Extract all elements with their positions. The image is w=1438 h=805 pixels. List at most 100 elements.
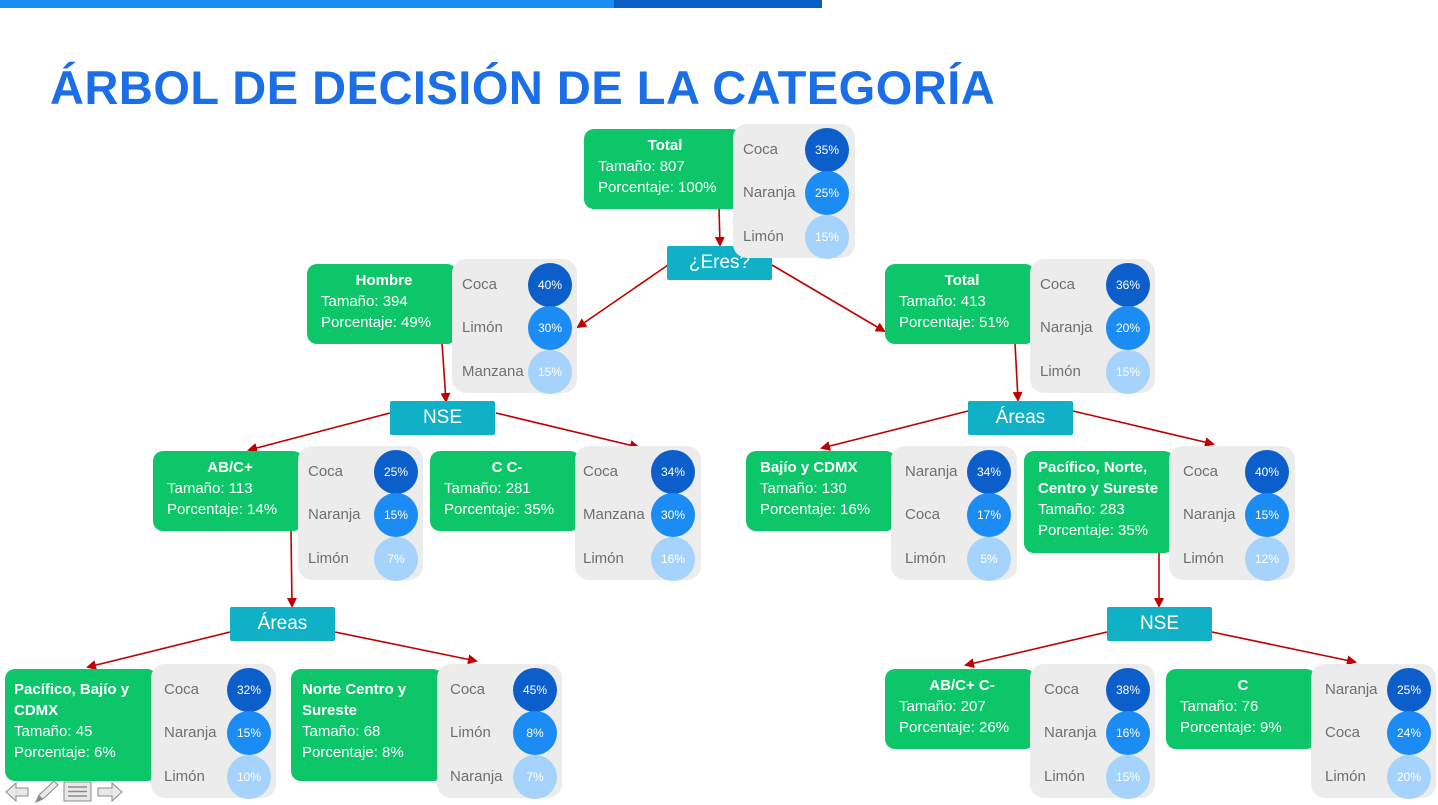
split-areas-right: Áreas (968, 401, 1073, 435)
share-label: Manzana (462, 363, 524, 380)
share-value: 15% (1106, 350, 1150, 394)
share-label: Naranja (308, 506, 361, 523)
share-label: Naranja (1040, 319, 1093, 336)
share-value: 25% (1387, 668, 1431, 712)
node-name: Total (647, 137, 683, 154)
node-pacifico-bajio-cdmx: Pacífico, Bajío y CDMX Tamaño: 45 Porcen… (5, 669, 157, 781)
share-label: Limón (308, 550, 349, 567)
share-label: Coca (583, 463, 619, 480)
arrow-areas-pacifico (1072, 410, 1215, 448)
node-percent: Porcentaje: 35% (444, 501, 555, 518)
share-label: Naranja (164, 724, 217, 741)
arrow-nse-abc (247, 412, 391, 453)
pen-icon[interactable] (35, 780, 59, 803)
arrow-root-split (714, 207, 725, 247)
share-label: Coca (308, 463, 344, 480)
node-name-line2: CDMX (14, 702, 59, 719)
node-pacifico-norte: Pacífico, Norte, Centro y Sureste Tamaño… (1024, 451, 1174, 553)
share-label: Coca (905, 506, 941, 523)
share-value: 15% (1106, 755, 1150, 799)
share-label: Naranja (743, 184, 796, 201)
split-areas-left: Áreas (230, 607, 335, 641)
node-percent: Porcentaje: 8% (302, 744, 404, 761)
arrow-split-total2 (771, 264, 886, 333)
share-value: 8% (513, 711, 557, 755)
node-root: Total Tamaño: 807 Porcentaje: 100% (584, 129, 742, 209)
top-accent-bar-dark (614, 0, 822, 8)
share-label: Manzana (583, 506, 645, 523)
menu-icon[interactable] (63, 781, 92, 802)
next-slide-icon[interactable] (97, 781, 123, 803)
node-total-right: Total Tamaño: 413 Porcentaje: 51% (885, 264, 1035, 344)
split-nse-right: NSE (1107, 607, 1212, 641)
share-label: Limón (450, 724, 491, 741)
arrow-abc-areas (286, 530, 297, 608)
share-label: Limón (1044, 768, 1085, 785)
share-label: Naranja (1044, 724, 1097, 741)
page-title: ÁRBOL DE DECISIÓN DE LA CATEGORÍA (50, 61, 996, 114)
arrow-nse-cc (495, 412, 640, 450)
share-label: Naranja (905, 463, 958, 480)
share-label: Naranja (1325, 681, 1378, 698)
share-value: 40% (1245, 450, 1289, 494)
node-size: Tamaño: 76 (1180, 698, 1259, 715)
top-accent-bar (0, 0, 614, 8)
share-value: 17% (967, 493, 1011, 537)
share-label: Limón (1183, 550, 1224, 567)
share-value: 15% (374, 493, 418, 537)
split-eres: ¿Eres? (667, 246, 772, 280)
share-label: Coca (1040, 276, 1076, 293)
node-size: Tamaño: 394 (321, 293, 408, 310)
node-name: C (1237, 677, 1249, 694)
split-nse-left: NSE (390, 401, 495, 435)
node-name: Hombre (355, 272, 413, 289)
share-value: 34% (651, 450, 695, 494)
node-size: Tamaño: 283 (1038, 501, 1125, 518)
share-value: 12% (1245, 537, 1289, 581)
share-label: Limón (164, 768, 205, 785)
node-name: C C- (491, 459, 523, 476)
node-name: Bajío y CDMX (760, 459, 858, 476)
previous-slide-icon[interactable] (5, 781, 29, 803)
share-label: Coca (1044, 681, 1080, 698)
share-value: 30% (651, 493, 695, 537)
share-value: 40% (528, 263, 572, 307)
share-value: 30% (528, 306, 572, 350)
arrow-areas-bajio (820, 410, 969, 451)
share-value: 5% (967, 537, 1011, 581)
arrow-total2-areas (1012, 342, 1023, 402)
node-norte-centro-sureste: Norte Centro y Sureste Tamaño: 68 Porcen… (291, 669, 443, 781)
node-abc-plus-cminus: AB/C+ C- Tamaño: 207 Porcentaje: 26% (885, 669, 1035, 749)
share-value: 16% (651, 537, 695, 581)
node-name-line1: Pacífico, Bajío y (14, 681, 130, 698)
node-name-line1: Norte Centro y (302, 681, 407, 698)
node-c: C Tamaño: 76 Porcentaje: 9% (1166, 669, 1316, 749)
share-value: 16% (1106, 711, 1150, 755)
share-label: Limón (462, 319, 503, 336)
node-size: Tamaño: 130 (760, 480, 847, 497)
node-size: Tamaño: 807 (598, 158, 685, 175)
share-label: Limón (743, 228, 784, 245)
arrow-split-hombre (576, 264, 669, 329)
share-label: Coca (164, 681, 200, 698)
arrow-areas-pbc (86, 631, 231, 670)
share-value: 15% (1245, 493, 1289, 537)
share-value: 45% (513, 668, 557, 712)
node-percent: Porcentaje: 9% (1180, 719, 1282, 736)
node-percent: Porcentaje: 6% (14, 744, 116, 761)
node-size: Tamaño: 45 (14, 723, 93, 740)
node-name-line1: Pacífico, Norte, (1038, 459, 1148, 476)
share-label: Coca (450, 681, 486, 698)
node-percent: Porcentaje: 35% (1038, 522, 1149, 539)
share-label: Coca (1325, 724, 1361, 741)
share-label: Coca (1183, 463, 1219, 480)
